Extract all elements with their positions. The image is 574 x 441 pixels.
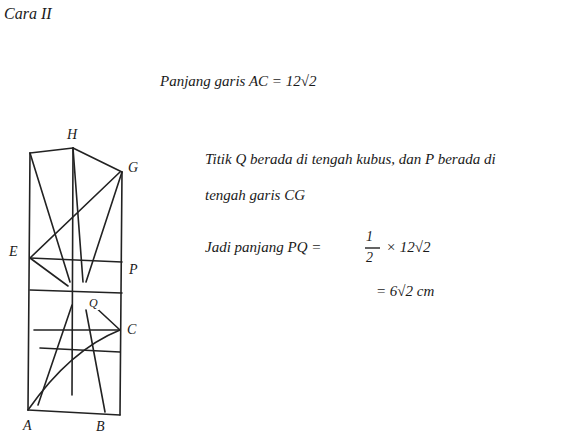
note-text: Panjang garis AC = 12√2 bbox=[160, 72, 316, 90]
point-label: B bbox=[95, 419, 106, 436]
point-label: E bbox=[8, 244, 19, 261]
point-label: P bbox=[128, 262, 139, 279]
fraction-numerator: 1 bbox=[366, 229, 373, 246]
note-text: × 12√2 bbox=[386, 238, 431, 256]
note-text: Jadi panjang PQ = bbox=[205, 238, 321, 256]
fraction-bar bbox=[365, 247, 380, 248]
note-text: Titik Q berada di tengah kubus, dan P be… bbox=[205, 150, 496, 168]
point-label: H bbox=[66, 127, 78, 144]
point-label: A bbox=[22, 418, 33, 435]
result-text: = 6√2 cm bbox=[376, 282, 434, 300]
point-label: C bbox=[126, 322, 137, 339]
fraction-denominator: 2 bbox=[366, 250, 373, 267]
point-label: G bbox=[127, 160, 139, 177]
heading: Cara II bbox=[4, 4, 52, 23]
point-label: Q bbox=[88, 296, 99, 310]
note-text: tengah garis CG bbox=[205, 186, 305, 204]
